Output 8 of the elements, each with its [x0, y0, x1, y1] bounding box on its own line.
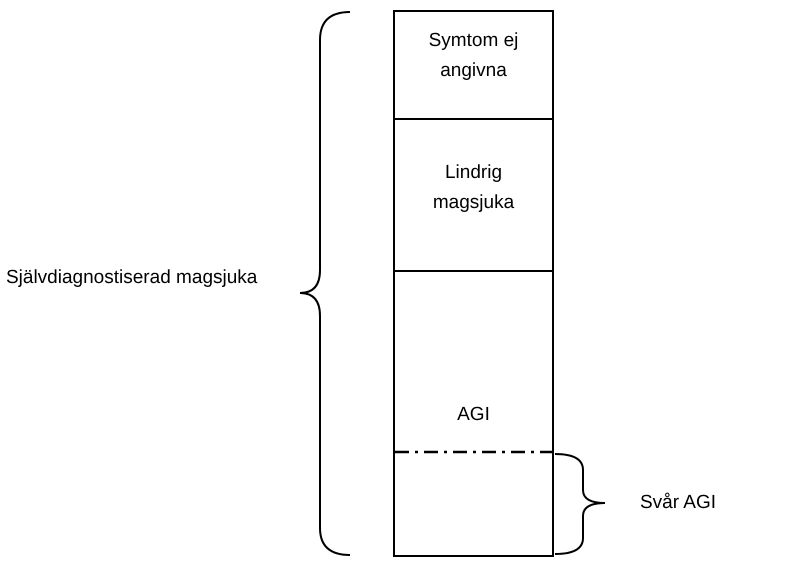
segment-label: AGI — [456, 403, 491, 427]
column-segment — [393, 10, 554, 118]
column-segment — [393, 270, 554, 557]
column-segment — [393, 118, 554, 270]
segment-label: Symtom ej angivna — [428, 29, 520, 83]
group-label: Svår AGI — [640, 491, 718, 515]
segment-label: Lindrig magsjuka — [432, 161, 516, 215]
group-label: Självdiagnostiserad magsjuka — [6, 266, 258, 290]
